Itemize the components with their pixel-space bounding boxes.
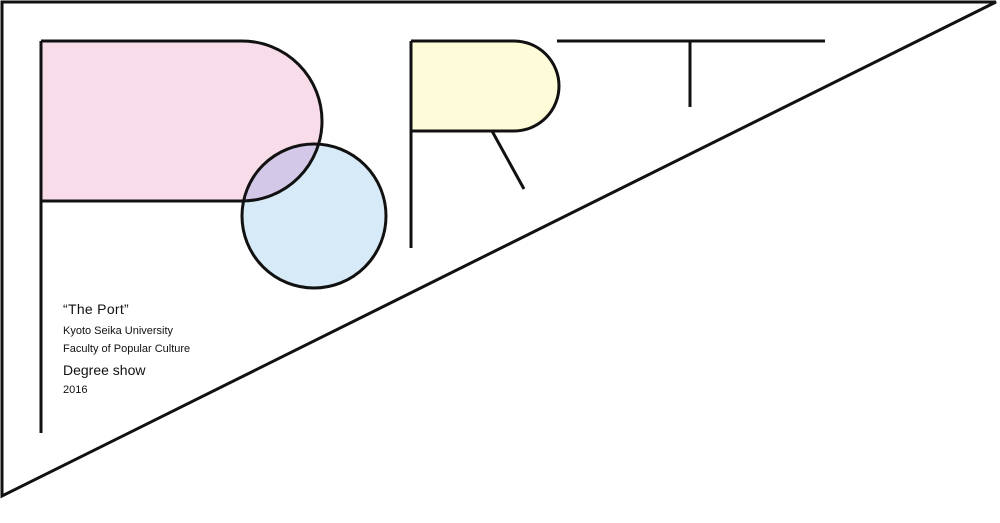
event-name: Degree show xyxy=(63,362,146,378)
letter-r-bowl xyxy=(411,41,559,131)
letter-p-bowl xyxy=(41,41,322,201)
faculty-name: Faculty of Popular Culture xyxy=(63,343,191,355)
letter-o-outline xyxy=(240,142,388,290)
letter-r-leg xyxy=(490,130,526,190)
institution-name: Kyoto Seika University xyxy=(63,325,174,337)
event-year: 2016 xyxy=(63,384,88,396)
letter-p-bowl-outline xyxy=(41,39,324,203)
letter-r-bowl-outline xyxy=(411,39,561,133)
p-o-overlap-region xyxy=(242,144,322,201)
poster-title: “The Port” xyxy=(63,301,130,317)
